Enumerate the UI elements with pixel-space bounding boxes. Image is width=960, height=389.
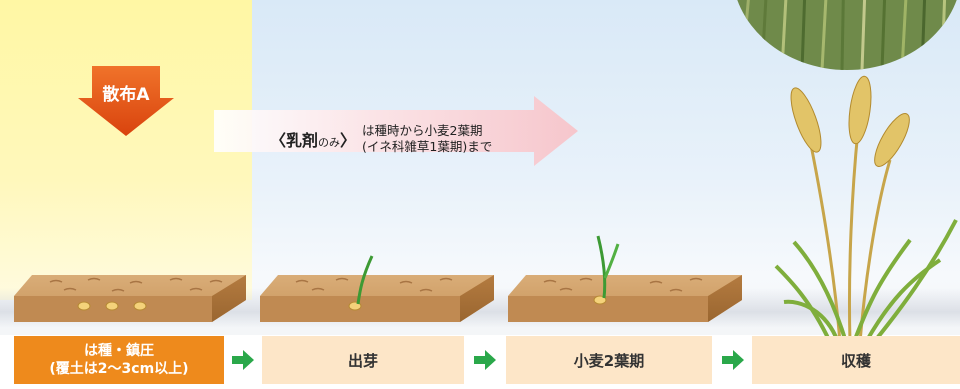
- soil-plot-two-leaf: [508, 235, 742, 322]
- formulation-badge: 〈乳剤のみ〉: [270, 131, 357, 150]
- arrow-right-icon: [232, 350, 254, 370]
- spray-arrow: [78, 66, 174, 136]
- stage-emergence-label: 出芽: [347, 351, 378, 370]
- soil-plot-emergence: [260, 255, 494, 322]
- arrow-right-icon: [474, 350, 496, 370]
- stage-harvest: 収穫: [752, 336, 960, 384]
- sprout-icon: [348, 255, 374, 311]
- application-period-arrow: [214, 96, 578, 166]
- mature-wheat-illustration: [774, 75, 958, 342]
- stage-two-leaf: 小麦2葉期: [506, 336, 712, 384]
- stage-two-leaf-label: 小麦2葉期: [573, 351, 645, 370]
- formulation-sub: のみ: [318, 136, 341, 149]
- stage-sowing: は種・鎮圧 (覆土は2〜3cm以上): [14, 336, 224, 384]
- stage-sowing-line-2: (覆土は2〜3cm以上): [49, 361, 189, 377]
- soil-plot-sowing: [14, 275, 246, 322]
- period-line-1: は種時から小麦2葉期: [362, 123, 483, 138]
- period-description: は種時から小麦2葉期 (イネ科雑草1葉期)まで: [362, 123, 492, 155]
- period-line-2: (イネ科雑草1葉期)まで: [362, 139, 493, 154]
- formulation-main: 乳剤: [286, 131, 319, 150]
- spray-period-highlight: [0, 0, 252, 300]
- application-period-text: 〈乳剤のみ〉 は種時から小麦2葉期 (イネ科雑草1葉期)まで: [270, 119, 492, 159]
- stage-harvest-label: 収穫: [840, 351, 871, 370]
- spray-label: 散布A: [102, 85, 150, 105]
- stage-sowing-line-1: は種・鎮圧: [83, 343, 154, 359]
- growth-stage-bar: は種・鎮圧 (覆土は2〜3cm以上) 出芽 小麦2葉期 収穫: [0, 336, 960, 386]
- stage-emergence: 出芽: [262, 336, 464, 384]
- seedling-icon: [593, 235, 620, 305]
- seeds-icon: [77, 301, 147, 311]
- arrow-right-icon: [722, 350, 744, 370]
- soil-plots: [14, 235, 742, 322]
